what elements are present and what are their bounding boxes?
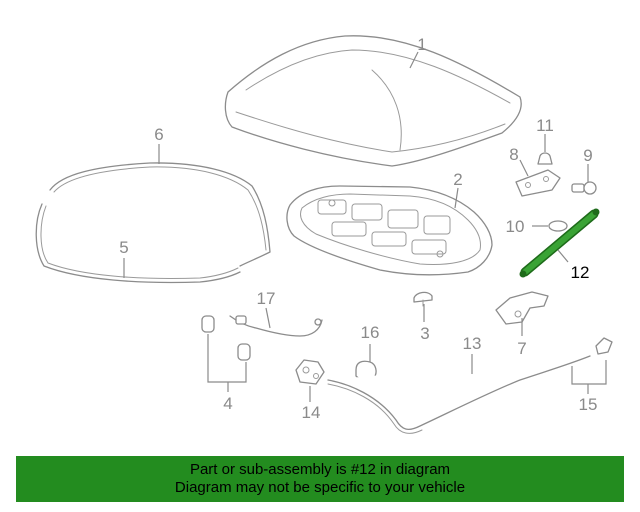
rubber-bumpers — [201, 315, 251, 361]
hood-lift-support — [519, 208, 600, 278]
callout-3: 3 — [420, 324, 429, 343]
callout-14: 14 — [302, 403, 321, 422]
leader-lines — [123, 51, 607, 402]
hood-insulator — [286, 185, 493, 276]
bolt-part — [571, 181, 597, 195]
stud-clip — [413, 291, 433, 307]
hood-seal-front — [49, 162, 271, 267]
callout-17: 17 — [257, 289, 276, 308]
callout-16: 16 — [361, 323, 380, 342]
callout-8: 8 — [509, 145, 518, 164]
callout-5: 5 — [119, 238, 128, 257]
hood-seal-rear-inner — [40, 205, 239, 279]
callout-1: 1 — [417, 35, 426, 54]
hood-panel — [224, 35, 522, 167]
banner-line-part-number: Part or sub-assembly is #12 in diagram — [189, 461, 451, 478]
hood-seal-rear — [35, 203, 241, 284]
callout-10: 10 — [506, 217, 525, 236]
callout-4: 4 — [223, 394, 232, 413]
highlight-notice-banner: Part or sub-assembly is #12 in diagram D… — [16, 456, 624, 502]
callout-9: 9 — [583, 146, 592, 165]
latch-support-bracket — [495, 291, 549, 325]
callout-7: 7 — [517, 339, 526, 358]
callout-2: 2 — [453, 170, 462, 189]
bumper-part — [548, 220, 568, 232]
callout-11: 11 — [536, 116, 554, 135]
callout-15: 15 — [579, 395, 598, 414]
hood-latch — [295, 359, 325, 385]
clip-part — [537, 152, 553, 165]
hood-hinge-bracket — [515, 169, 561, 197]
callout-13: 13 — [463, 334, 482, 353]
hood-seal-front-inner — [53, 166, 267, 251]
callout-6: 6 — [154, 125, 163, 144]
release-cable-short — [229, 315, 323, 337]
banner-line-disclaimer: Diagram may not be specific to your vehi… — [174, 479, 466, 496]
release-cable-long — [327, 337, 613, 434]
callout-12: 12 — [571, 263, 590, 282]
